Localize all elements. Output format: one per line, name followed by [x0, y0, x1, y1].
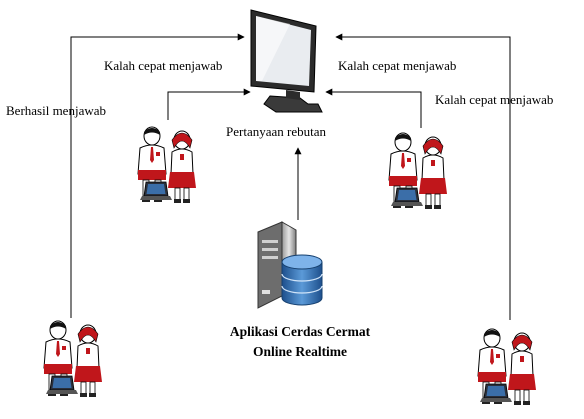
database-server-icon	[257, 221, 323, 309]
kalah-right-top-connector	[325, 88, 422, 128]
kalah-right-side-connector	[335, 33, 511, 320]
kalah-left-connector	[167, 88, 251, 120]
app-title-line1: Aplikasi Cerdas Cermat	[230, 324, 371, 339]
student-pair-with-laptop-icon	[388, 132, 448, 210]
label-berhasil: Berhasil menjawab	[6, 103, 106, 118]
label-kalah-left: Kalah cepat menjawab	[104, 58, 222, 73]
label-kalah-right-top: Kalah cepat menjawab	[338, 58, 456, 73]
student-pair-with-laptop-icon	[137, 126, 197, 204]
student-pair-with-laptop-icon	[477, 328, 537, 406]
label-pertanyaan: Pertanyaan rebutan	[226, 124, 326, 139]
computer-monitor-icon	[250, 9, 323, 113]
student-pair-with-laptop-icon	[43, 320, 103, 398]
app-title-line2: Online Realtime	[253, 344, 347, 359]
label-kalah-right-side: Kalah cepat menjawab	[435, 92, 553, 107]
berhasil-connector	[70, 33, 245, 318]
